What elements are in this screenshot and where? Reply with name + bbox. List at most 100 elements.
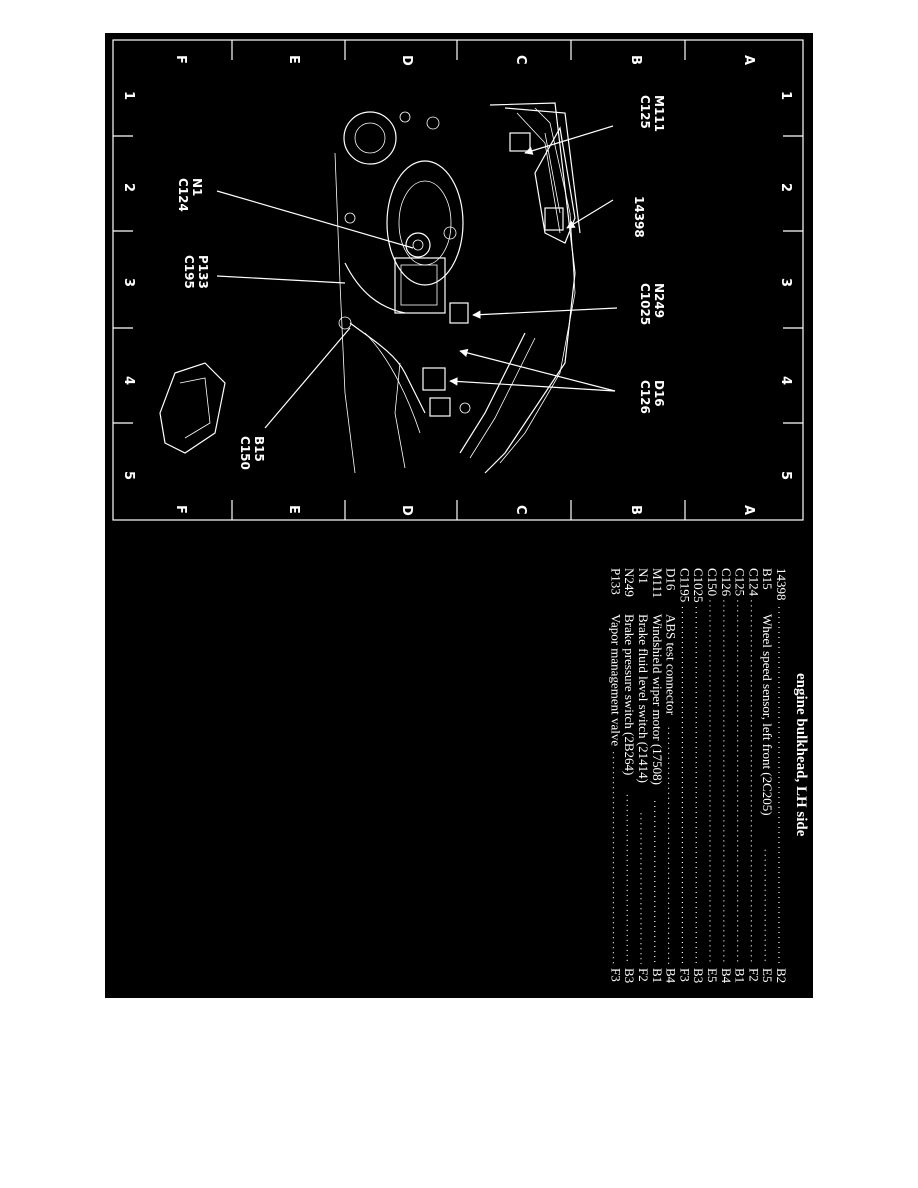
callout-b15: B15 C150 (238, 436, 266, 470)
callout-n249-line1: N249 (652, 283, 666, 318)
legend-description: Windshield wiper motor (17508) (650, 614, 665, 785)
callout-n249: N249 C1025 (638, 283, 666, 325)
grid-top-letters: A B C D E F (173, 55, 756, 66)
leader-b15 (264, 327, 351, 429)
legend-description: Vapor management valve (608, 614, 623, 746)
grid-letter-top-f: F (173, 55, 188, 64)
callout-n1-line2: C124 (176, 178, 190, 212)
grid-number-right-2: 2 (778, 183, 793, 192)
legend-location: B1 (650, 968, 665, 983)
legend-code: M111 (650, 568, 665, 598)
leader-lines (216, 125, 618, 429)
legend-location: F2 (746, 968, 761, 982)
grid-letter-bottom-d: D (399, 505, 414, 516)
grid-number-left-3: 3 (121, 278, 136, 287)
grid-number-left-1: 1 (121, 91, 136, 100)
legend-description: Brake pressure switch (2B264) (622, 614, 637, 775)
grid-letter-bottom-c: C (513, 505, 528, 515)
grid-bottom-letters: A B C D E F (173, 505, 756, 516)
callout-p133-line1: P133 (196, 255, 210, 289)
legend-description: Brake fluid level switch (21414) (636, 614, 651, 783)
legend-code: 14398 (774, 568, 789, 601)
legend-code: C124 (746, 568, 761, 597)
legend-location: E5 (760, 968, 775, 982)
legend-location: F3 (677, 968, 692, 982)
callout-d16: D16 C126 (638, 380, 666, 414)
grid-ticks (113, 40, 803, 520)
legend-code: C1195 (677, 568, 692, 602)
legend-location: B1 (733, 968, 748, 983)
legend-title: engine bulkhead, LH side (793, 673, 809, 837)
callout-n1-line1: N1 (190, 178, 204, 196)
grid-letter-bottom-a: A (741, 505, 756, 515)
grid-letter-top-b: B (628, 55, 643, 65)
grid-number-right-1: 1 (778, 91, 793, 100)
callout-14398-line1: 14398 (632, 196, 646, 238)
diagram-svg: A B C D E F A B C D E F 1 2 3 4 5 1 2 3 … (112, 39, 809, 984)
legend-code: P133 (608, 568, 623, 595)
grid-left-numbers: 1 2 3 4 5 (121, 91, 136, 480)
leader-d16-a (459, 348, 616, 392)
grid-number-left-5: 5 (121, 471, 136, 480)
callout-p133-line2: C195 (182, 255, 196, 289)
grid-letter-top-a: A (741, 55, 756, 65)
leader-n249 (472, 307, 618, 319)
legend-code: D16 (664, 568, 679, 591)
callout-m111: M111 C125 (638, 95, 666, 132)
grid-letter-bottom-e: E (286, 505, 301, 514)
legend-description: Wheel speed sensor, left front (2C205) (760, 614, 775, 816)
legend: engine bulkhead, LH side 14398B2B15Wheel… (608, 568, 809, 984)
legend-code: C125 (733, 568, 748, 596)
legend-code: N1 (636, 568, 651, 584)
grid-number-right-3: 3 (778, 278, 793, 287)
grid-letter-top-c: C (513, 55, 528, 65)
legend-code: C126 (719, 568, 734, 597)
legend-location: F2 (636, 968, 651, 982)
callout-14398: 14398 (632, 196, 646, 238)
diagram-sheet: A B C D E F A B C D E F 1 2 3 4 5 1 2 3 … (105, 33, 813, 998)
grid-number-left-2: 2 (121, 183, 136, 192)
legend-location: B2 (774, 968, 789, 983)
grid-letter-bottom-b: B (628, 505, 643, 515)
legend-location: B4 (719, 968, 734, 984)
grid-letter-top-d: D (399, 55, 414, 66)
callout-n1: N1 C124 (176, 178, 204, 212)
legend-location: B3 (691, 968, 706, 983)
grid-number-right-4: 4 (778, 376, 793, 385)
legend-code: C1025 (691, 568, 706, 603)
grid-right-numbers: 1 2 3 4 5 (778, 91, 793, 480)
leader-n1 (216, 190, 414, 249)
legend-location: B3 (622, 968, 637, 983)
grid-letter-top-e: E (286, 55, 301, 64)
legend-code: N249 (622, 568, 637, 597)
legend-location: B4 (664, 968, 679, 984)
grid-number-left-4: 4 (121, 376, 136, 385)
callout-b15-line2: C150 (238, 436, 252, 470)
leader-14398 (566, 199, 614, 229)
diagram-frame (112, 39, 804, 521)
legend-code: C150 (705, 568, 720, 596)
callout-d16-line1: D16 (652, 380, 666, 407)
leader-p133 (216, 275, 346, 284)
callout-n249-line2: C1025 (638, 283, 652, 325)
engine-bulkhead-illustration (159, 102, 581, 474)
callout-p133: P133 C195 (182, 255, 210, 289)
legend-code: B15 (760, 568, 775, 590)
legend-description: ABS test connector (664, 614, 679, 716)
leader-m111 (524, 125, 614, 155)
grid-letter-bottom-f: F (173, 505, 188, 514)
callout-m111-line2: C125 (638, 95, 652, 129)
callout-b15-line1: B15 (252, 436, 266, 462)
